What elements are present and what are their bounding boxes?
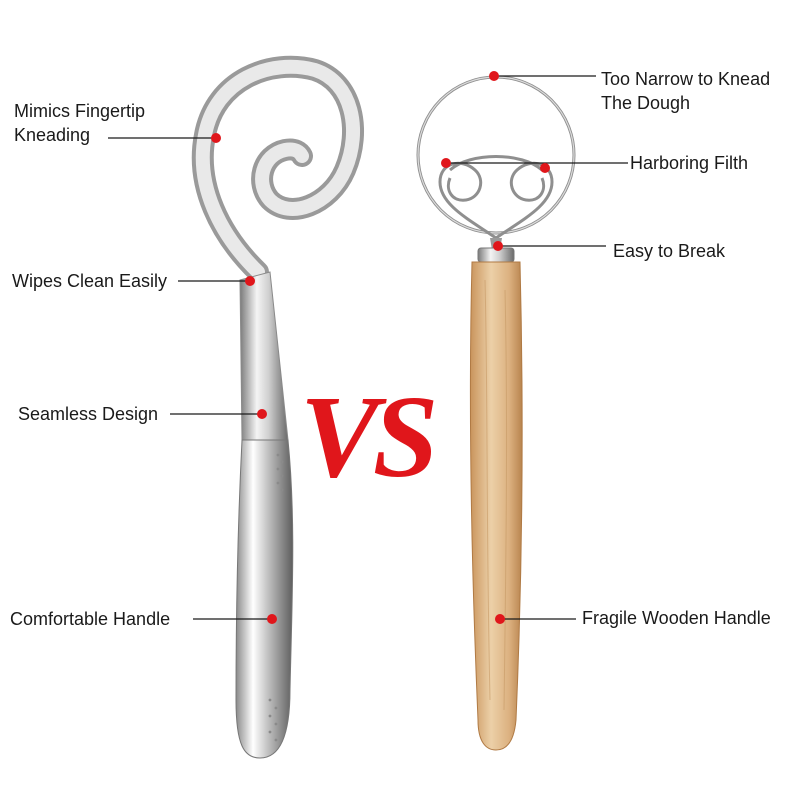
callout-dot	[267, 614, 277, 624]
callout-leaders	[108, 75, 628, 620]
steel-handle	[235, 439, 294, 759]
label-too-narrow: Too Narrow to Knead The Dough	[601, 67, 770, 115]
inner-wire-coil	[438, 155, 554, 240]
callout-dots	[211, 71, 550, 624]
spiral-coil-highlight	[195, 59, 360, 279]
steel-spiral-whisk	[191, 55, 364, 759]
label-line: Harboring Filth	[630, 153, 749, 173]
label-line: Easy to Break	[613, 241, 726, 261]
label-line: Comfortable Handle	[10, 609, 171, 629]
vs-heading: VS	[300, 371, 438, 502]
label-line: Seamless Design	[18, 404, 159, 424]
label-comfortable-handle: Comfortable Handle	[10, 607, 170, 631]
handle-dimple-pattern	[268, 453, 284, 742]
label-line: Mimics Fingertip	[14, 101, 146, 121]
label-wipes-clean: Wipes Clean Easily	[12, 269, 167, 293]
wooden-handle	[469, 261, 523, 751]
label-harboring-filth: Harboring Filth	[630, 151, 748, 175]
label-line: Wipes Clean Easily	[12, 271, 168, 291]
label-mimics-fingertip: Mimics Fingertip Kneading	[14, 99, 145, 147]
callout-dot	[493, 241, 503, 251]
callout-dot	[257, 409, 267, 419]
label-line: Kneading	[14, 125, 91, 145]
label-line: The Dough	[601, 93, 691, 113]
callout-dot	[245, 276, 255, 286]
label-line: Fragile Wooden Handle	[582, 608, 771, 628]
callout-dot	[540, 163, 550, 173]
label-easy-to-break: Easy to Break	[613, 239, 725, 263]
callout-dot	[495, 614, 505, 624]
label-seamless-design: Seamless Design	[18, 402, 158, 426]
label-line: Too Narrow to Knead	[601, 69, 771, 89]
danish-dough-whisk	[416, 75, 576, 751]
callout-dot	[441, 158, 451, 168]
callout-dot	[211, 133, 221, 143]
wood-grain	[484, 279, 508, 711]
label-fragile-wooden-handle: Fragile Wooden Handle	[582, 606, 771, 630]
callout-dot	[489, 71, 499, 81]
